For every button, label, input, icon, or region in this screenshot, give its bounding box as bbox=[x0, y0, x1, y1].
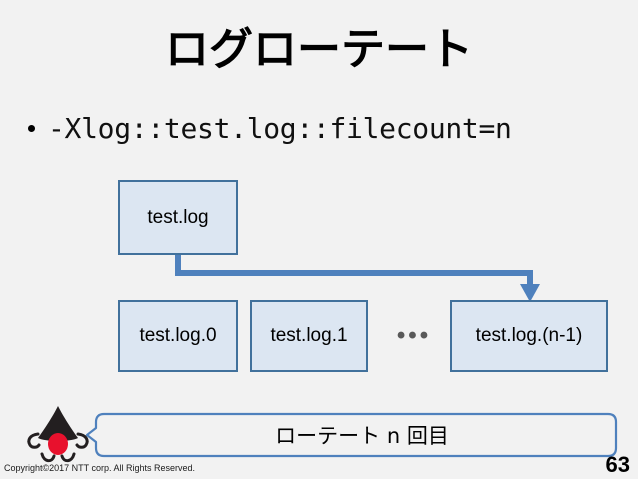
bullet-item: -Xlog::test.log::filecount=n bbox=[28, 112, 628, 145]
box-test-log-0: test.log.0 bbox=[118, 300, 238, 372]
copyright-text: Copyright©2017 NTT corp. All Rights Rese… bbox=[4, 463, 196, 473]
rotation-diagram: test.log test.log.0 test.log.1 ••• test.… bbox=[0, 160, 638, 390]
bullet-item-label: -Xlog::test.log::filecount=n bbox=[48, 112, 512, 145]
page-number: 63 bbox=[605, 452, 630, 477]
box-test-log: test.log bbox=[118, 180, 238, 255]
box-test-log-1-label: test.log.1 bbox=[270, 325, 348, 346]
box-test-log-label: test.log bbox=[147, 206, 209, 228]
ellipsis-label: ••• bbox=[396, 322, 432, 349]
box-test-log-n-minus-1-label: test.log.(n-1) bbox=[475, 325, 583, 346]
java-duke-mascot-icon bbox=[27, 406, 89, 463]
page-title: ログローテート bbox=[165, 24, 473, 75]
box-test-log-n-minus-1: test.log.(n-1) bbox=[450, 300, 608, 372]
callout-bubble-shape bbox=[86, 412, 618, 458]
callout-bubble: ローテート n 回目 bbox=[86, 412, 618, 458]
box-test-log-0-label: test.log.0 bbox=[139, 325, 217, 346]
box-test-log-1: test.log.1 bbox=[250, 300, 368, 372]
bullet-marker-icon bbox=[28, 125, 35, 132]
callout-label: ローテート n 回目 bbox=[275, 424, 449, 448]
